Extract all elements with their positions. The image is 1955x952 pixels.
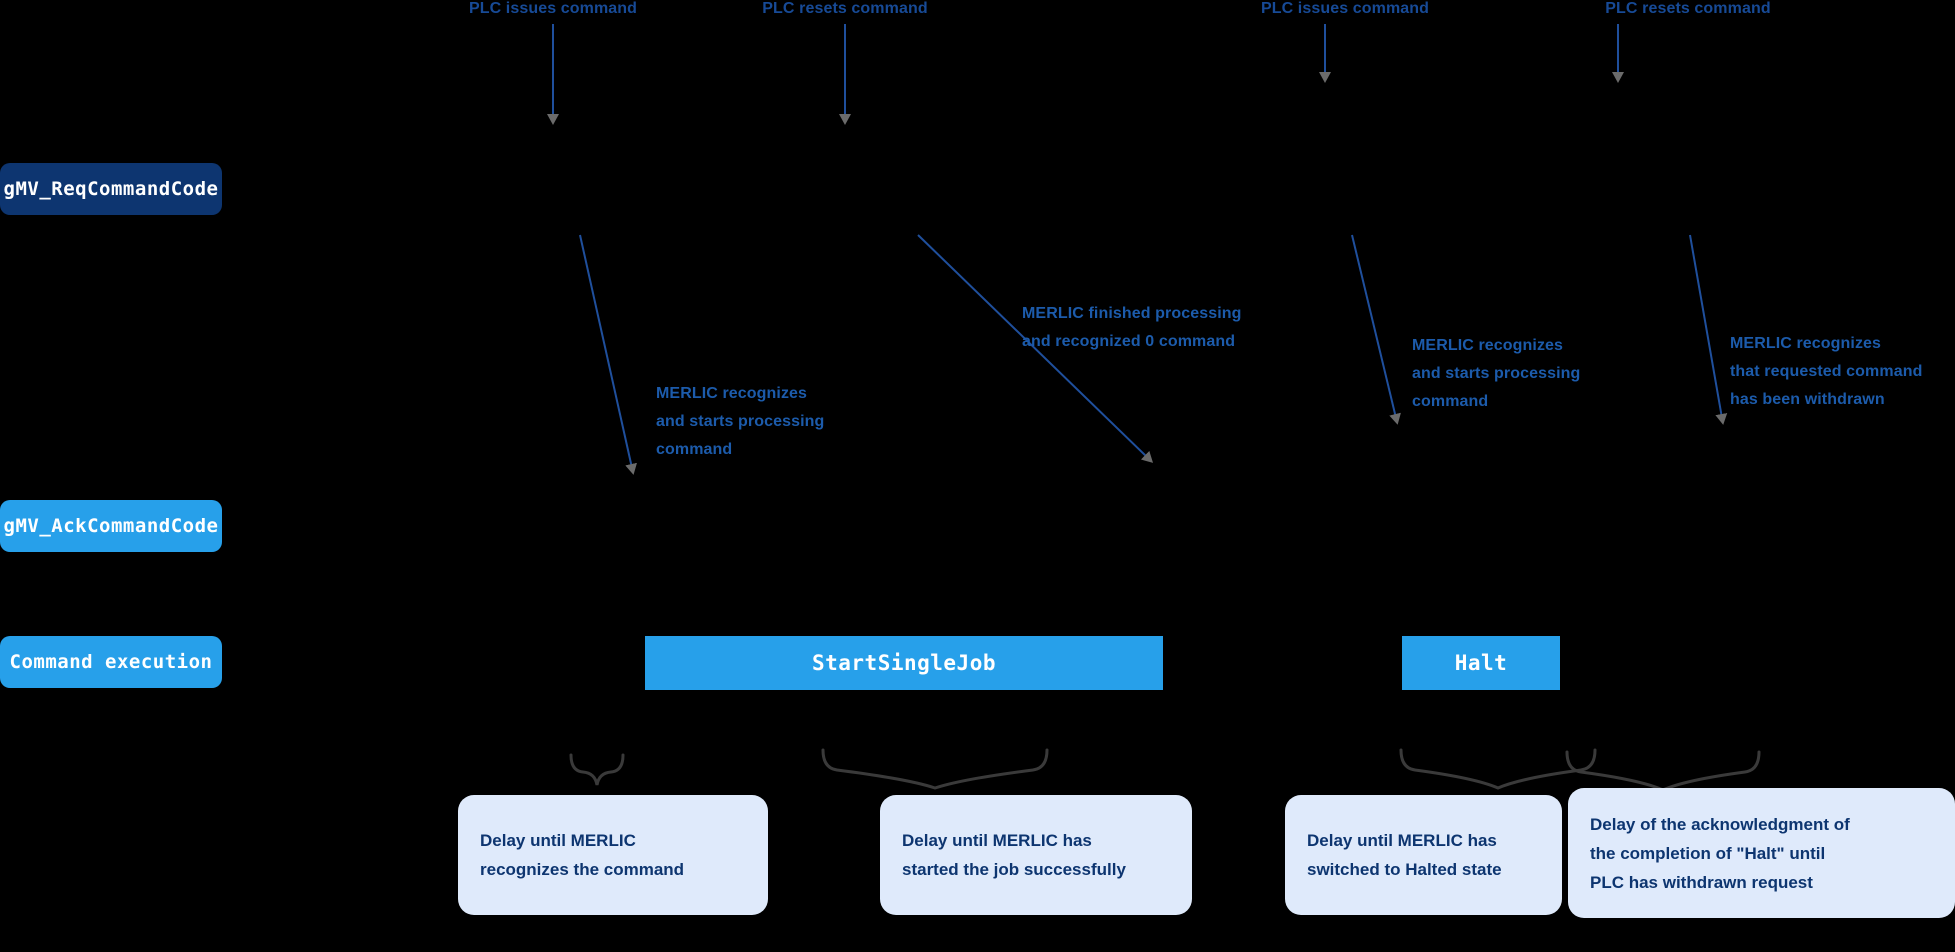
callout-delay-halted-state: Delay until MERLIC has switched to Halte… — [1285, 795, 1562, 915]
brace-4 — [1565, 750, 1761, 792]
signal-label-gmv-reqcommandcode: gMV_ReqCommandCode — [0, 163, 222, 215]
event-label-plc-resets-command-2: PLC resets command — [1605, 0, 1771, 17]
brace-1 — [569, 753, 625, 786]
callout-delay-recognize-command: Delay until MERLIC recognizes the comman… — [458, 795, 768, 915]
event-label-plc-issues-command-2: PLC issues command — [1260, 0, 1430, 17]
brace-2 — [821, 748, 1049, 790]
annotation-merlic-recognizes-withdrawn: MERLIC recognizes that requested command… — [1730, 335, 1923, 408]
execution-bar-halt: Halt — [1402, 636, 1560, 690]
annotation-merlic-recognizes-2: MERLIC recognizes and starts processing … — [1412, 337, 1581, 410]
causality-arrow-3 — [1351, 234, 1401, 425]
callout-delay-job-started: Delay until MERLIC has started the job s… — [880, 795, 1192, 915]
brace-group — [569, 748, 1761, 792]
annotation-merlic-finished-processing: MERLIC finished processing and recognize… — [1022, 305, 1242, 350]
causality-arrow-1 — [579, 234, 637, 475]
event-label-plc-issues-command-1: PLC issues command — [468, 0, 638, 17]
event-label-plc-resets-command-1: PLC resets command — [762, 0, 928, 17]
brace-3 — [1399, 748, 1597, 790]
signal-label-gmv-ackcommandcode: gMV_AckCommandCode — [0, 500, 222, 552]
annotation-merlic-recognizes-1: MERLIC recognizes and starts processing … — [656, 385, 825, 458]
event-arrow-group — [547, 24, 1624, 125]
callout-delay-halt-acknowledgment: Delay of the acknowledgment of the compl… — [1568, 788, 1955, 918]
causality-arrow-4 — [1689, 234, 1728, 425]
signal-label-command-execution: Command execution — [0, 636, 222, 688]
execution-bar-startsinglejob: StartSingleJob — [645, 636, 1163, 690]
